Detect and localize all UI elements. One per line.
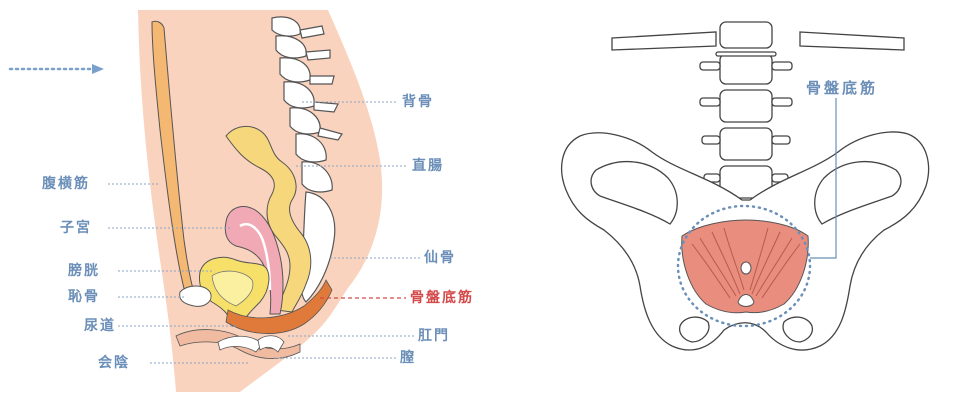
label-perineum: 会陰 [98, 355, 130, 371]
pointer-arrow-icon [10, 64, 104, 74]
label-pelvic-floor-muscle: 骨盤底筋 [410, 290, 474, 306]
label-vagina: 膣 [400, 350, 416, 366]
label-spine: 背骨 [402, 94, 434, 110]
label-rectum: 直腸 [412, 158, 444, 174]
sagittal-figure [10, 10, 420, 392]
label-anus: 肛門 [418, 328, 450, 344]
pelvic-floor-muscle-front [682, 220, 809, 313]
label-urethra: 尿道 [84, 318, 116, 334]
label-transversus-abdominis: 腹横筋 [42, 176, 90, 192]
label-bladder: 膀胱 [68, 263, 100, 279]
label-uterus: 子宮 [60, 220, 92, 236]
label-sacrum: 仙骨 [424, 250, 456, 266]
label-pubic-bone: 恥骨 [68, 289, 100, 305]
lumbar-spine [700, 22, 792, 198]
label-figure2-pelvic-floor-muscle: 骨盤底筋 [806, 77, 878, 98]
